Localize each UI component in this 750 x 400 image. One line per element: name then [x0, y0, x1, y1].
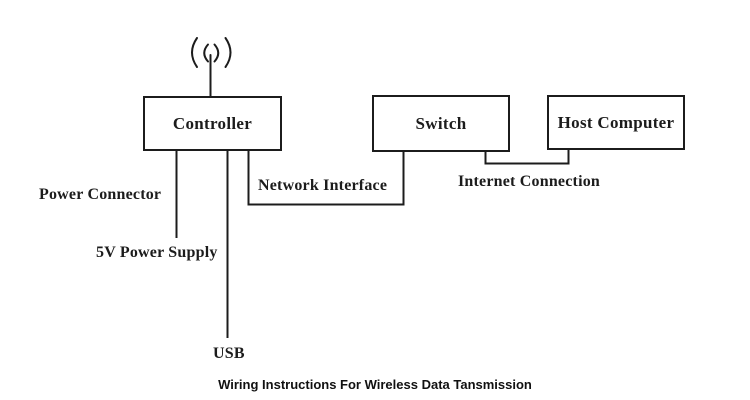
switch-node-label: Switch — [415, 113, 467, 133]
diagram-caption: Wiring Instructions For Wireless Data Ta… — [218, 377, 532, 392]
host-computer-node-label: Host Computer — [557, 112, 675, 132]
usb-label: USB — [213, 345, 245, 362]
internet-connection-line — [484, 150, 570, 165]
controller-node-label: Controller — [172, 113, 253, 133]
switch-node: Switch — [372, 95, 510, 152]
network-interface-line — [247, 151, 405, 206]
power-connector-label: Power Connector — [39, 186, 162, 203]
controller-node: Controller — [143, 96, 282, 151]
internet-connection-label: Internet Connection — [458, 173, 601, 190]
network-interface-label: Network Interface — [258, 177, 388, 194]
antenna-icon — [191, 37, 232, 97]
power-supply-label: 5V Power Supply — [96, 244, 218, 261]
host-computer-node: Host Computer — [547, 95, 685, 150]
